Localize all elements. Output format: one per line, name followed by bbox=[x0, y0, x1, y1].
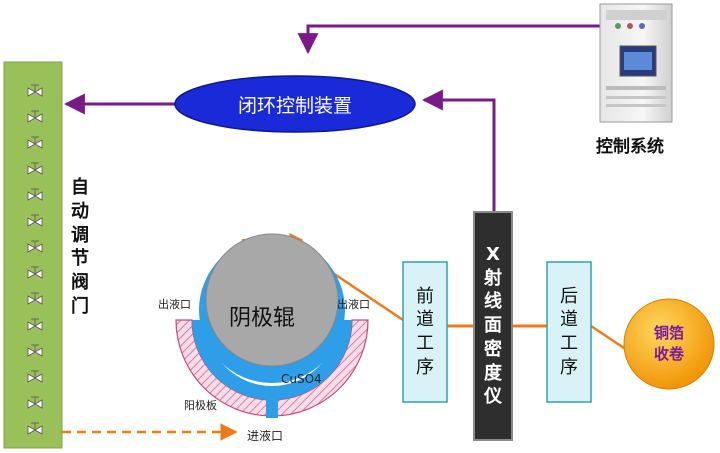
valve-icon bbox=[27, 396, 43, 409]
valve-icon bbox=[27, 188, 43, 201]
cathode-roll-label: 阴极辊 bbox=[228, 306, 295, 331]
back-process-label: 后 道 工 序 bbox=[547, 262, 591, 402]
feedback-arrows bbox=[63, 24, 600, 212]
foil-line: 收卷 bbox=[653, 345, 684, 363]
auto-valve-char: 调 bbox=[71, 224, 89, 246]
xray-char: 度 bbox=[484, 362, 502, 384]
valve-icon bbox=[27, 344, 43, 357]
inlet-pipe bbox=[266, 398, 278, 418]
electrolyte-layer bbox=[192, 320, 352, 400]
valve-icon bbox=[27, 162, 43, 175]
valve-icon bbox=[27, 370, 43, 383]
back-process-char: 工 bbox=[560, 333, 578, 354]
valve-icon bbox=[27, 110, 43, 123]
front-process-box bbox=[402, 261, 448, 403]
closed-loop-device-ellipse bbox=[174, 75, 416, 133]
valve-icon bbox=[27, 292, 43, 305]
auto-valve-char: 自 bbox=[71, 177, 89, 198]
front-process-char: 道 bbox=[416, 309, 434, 331]
copper-foil-winding-circle bbox=[623, 298, 715, 390]
valve-icon bbox=[27, 422, 43, 435]
xray-char: 面 bbox=[484, 315, 502, 337]
valve-icon bbox=[27, 240, 43, 253]
auto-valve-strip bbox=[3, 61, 63, 449]
back-process-char: 道 bbox=[560, 309, 578, 331]
valve-icons bbox=[27, 84, 43, 435]
auto-valve-char: 门 bbox=[71, 295, 89, 317]
control-system-label: 控制系统 bbox=[596, 137, 664, 157]
xray-char: 线 bbox=[484, 291, 502, 313]
back-process-box bbox=[546, 261, 592, 403]
front-process-char: 工 bbox=[416, 333, 434, 354]
valve-icon bbox=[27, 214, 43, 227]
inlet-label: 进液口 bbox=[247, 429, 284, 443]
copper-foil-winding-label: 铜箔 收卷 bbox=[624, 312, 714, 376]
xray-char: 密 bbox=[484, 338, 502, 360]
valve-icon bbox=[27, 136, 43, 149]
xray-char: 射 bbox=[484, 267, 502, 289]
xray-gauge-box bbox=[473, 211, 513, 441]
back-process-char: 后 bbox=[560, 285, 578, 307]
xray-gauge-label: X 射 线 面 密 度 仪 bbox=[474, 212, 512, 440]
outlet-right-label: 出液口 bbox=[337, 298, 370, 311]
xray-char: X bbox=[486, 243, 500, 265]
closed-loop-device-label: 闭环控制装置 bbox=[237, 94, 352, 117]
control-cabinet-icon bbox=[599, 3, 673, 123]
electrolytic-cell bbox=[175, 233, 369, 418]
foil-line: 铜箔 bbox=[653, 324, 684, 342]
auto-valve-char: 节 bbox=[71, 248, 89, 270]
auto-valve-char: 阀 bbox=[71, 272, 89, 293]
cathode-roll bbox=[205, 233, 339, 367]
valve-icon bbox=[27, 84, 43, 97]
valve-icon bbox=[27, 318, 43, 331]
outlet-left-label: 出液口 bbox=[158, 298, 191, 311]
back-process-char: 序 bbox=[560, 356, 578, 378]
valve-icon bbox=[27, 266, 43, 279]
front-process-label: 前 道 工 序 bbox=[403, 262, 447, 402]
electrolyte-label: CuSO4 bbox=[281, 372, 322, 386]
auto-valve-label: 自 动 调 节 阀 门 bbox=[64, 176, 96, 319]
xray-char: 仪 bbox=[484, 386, 502, 408]
front-process-char: 序 bbox=[416, 356, 434, 378]
front-process-char: 前 bbox=[416, 285, 434, 307]
anode-plate-label: 阳极板 bbox=[184, 399, 217, 412]
auto-valve-char: 动 bbox=[71, 200, 89, 222]
